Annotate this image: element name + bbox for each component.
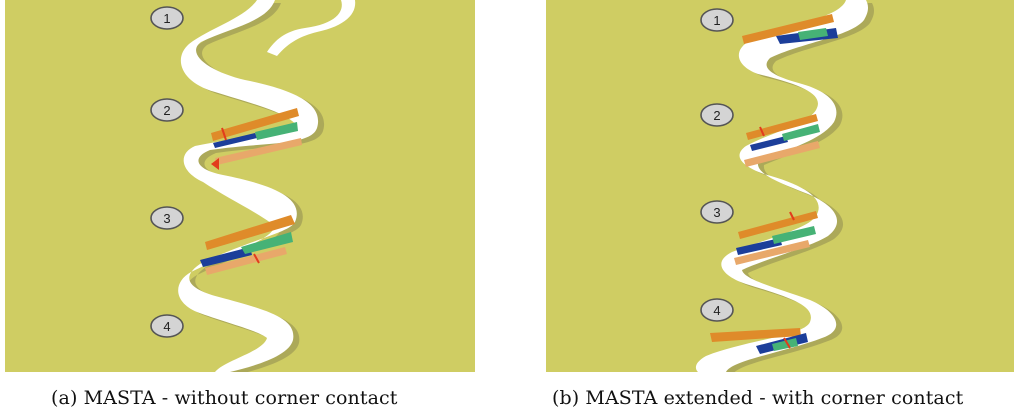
contact-bands-4	[710, 328, 808, 354]
band-blue	[736, 238, 782, 255]
position-label-3: 3	[150, 206, 184, 230]
position-label-1: 1	[150, 6, 184, 30]
tooth-gap	[178, 0, 319, 372]
band-light	[215, 138, 302, 165]
caption-b: (b) MASTA extended - with corner contact	[552, 387, 964, 409]
band-green	[255, 122, 298, 140]
band-blue	[213, 133, 257, 148]
band-blue	[750, 136, 788, 151]
contact-bands-3	[200, 215, 295, 275]
label-text: 1	[163, 11, 170, 26]
band-green	[772, 226, 816, 244]
tooth-gap-top	[267, 0, 356, 56]
label-text: 1	[713, 13, 720, 28]
label-bubble	[700, 200, 734, 224]
position-label-1: 1	[700, 8, 734, 32]
band-light	[734, 240, 810, 265]
gear-contact-render-a: 1 2 3 4	[5, 0, 475, 372]
band-marker	[221, 127, 227, 141]
label-text: 2	[163, 103, 170, 118]
flank-surface	[546, 0, 1014, 372]
position-label-3: 3	[700, 200, 734, 224]
contact-bands-2	[211, 108, 302, 170]
label-bubble	[150, 206, 184, 230]
caption-a: (a) MASTA - without corner contact	[51, 387, 398, 409]
panel-b-masta-extended: 1 2 3 4	[546, 0, 1014, 372]
label-bubble	[700, 298, 734, 322]
band-orange	[742, 14, 834, 44]
label-text: 4	[163, 319, 170, 334]
band-green	[772, 338, 798, 351]
band-green	[782, 124, 820, 141]
label-bubble	[700, 8, 734, 32]
position-label-2: 2	[150, 98, 184, 122]
band-orange	[205, 215, 295, 250]
label-bubble	[700, 103, 734, 127]
gear-contact-render-b: 1 2 3 4	[546, 0, 1014, 372]
band-orange	[738, 211, 818, 239]
position-label-2: 2	[700, 103, 734, 127]
band-blue	[200, 247, 252, 267]
position-label-4: 4	[700, 298, 734, 322]
band-light	[205, 247, 287, 275]
band-orange	[710, 328, 801, 342]
band-orange	[746, 114, 818, 140]
band-marker	[783, 337, 791, 349]
label-text: 3	[713, 205, 720, 220]
label-bubble	[150, 314, 184, 338]
panel-a-masta: 1 2 3 4	[5, 0, 475, 372]
band-light	[744, 141, 820, 167]
contact-bands-1	[742, 14, 838, 44]
label-bubble	[150, 6, 184, 30]
band-green	[241, 232, 293, 254]
label-text: 2	[713, 108, 720, 123]
band-marker	[789, 211, 795, 221]
contact-bands-2	[744, 114, 820, 167]
label-bubble	[150, 98, 184, 122]
band-marker	[759, 126, 765, 137]
band-marker	[253, 253, 260, 264]
label-text: 3	[163, 211, 170, 226]
tooth-gap	[695, 0, 868, 372]
position-label-4: 4	[150, 314, 184, 338]
label-text: 4	[713, 303, 720, 318]
band-green	[798, 28, 828, 40]
band-orange	[211, 108, 299, 141]
contact-bands-3	[734, 211, 818, 265]
band-marker	[211, 158, 219, 170]
